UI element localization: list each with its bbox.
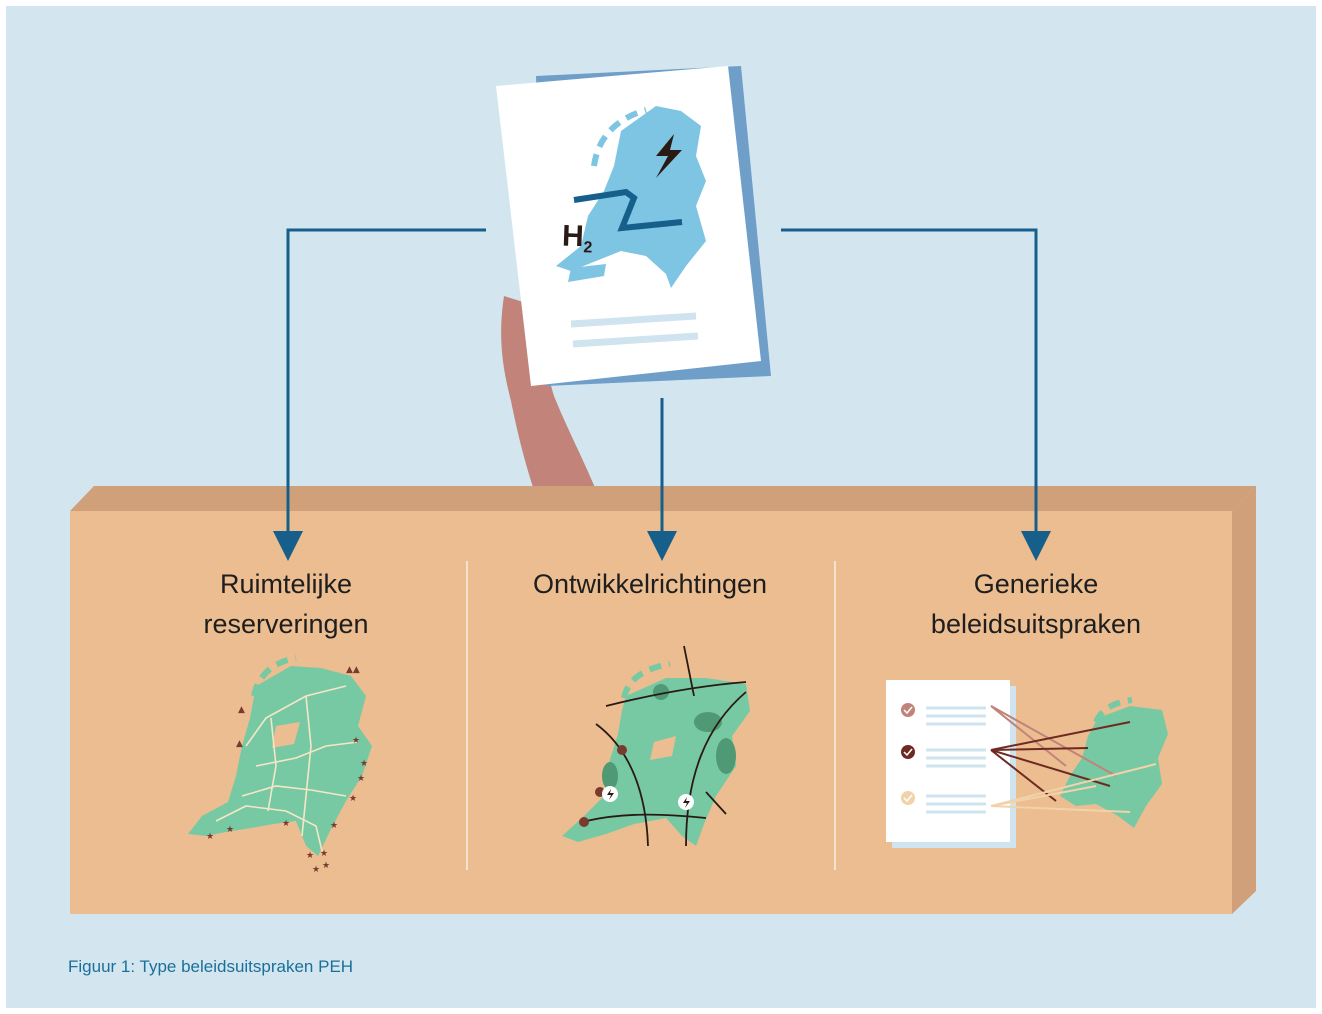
svg-text:★: ★	[322, 861, 330, 871]
hydrogen-letter: H	[561, 219, 585, 254]
map-development	[562, 645, 750, 847]
map-policy	[886, 680, 1168, 848]
svg-text:★: ★	[282, 819, 290, 829]
svg-text:★: ★	[349, 794, 357, 804]
illustration: ▲▲ ▲ ▲ ★ ★ ★ ★ ★ ★ ★ ★ ★ ★ ★ ★	[70, 66, 1256, 914]
map-reservations: ▲▲ ▲ ▲ ★ ★ ★ ★ ★ ★ ★ ★ ★ ★ ★ ★	[188, 655, 372, 875]
column-title-policy: Generieke beleidsuitspraken	[886, 564, 1186, 644]
connector-arrows	[273, 228, 1051, 561]
column-title-line: Ruimtelijke	[219, 569, 353, 599]
svg-text:▲: ▲	[236, 739, 243, 749]
svg-text:▲▲: ▲▲	[346, 665, 360, 675]
column-title-line: Ontwikkelrichtingen	[532, 569, 768, 599]
hydrogen-label: H2	[561, 219, 593, 257]
column-title-reservations: Ruimtelijke reserveringen	[166, 564, 406, 644]
figure: ▲▲ ▲ ▲ ★ ★ ★ ★ ★ ★ ★ ★ ★ ★ ★ ★	[6, 6, 1316, 1008]
lightning-icon	[656, 134, 682, 178]
energy-icon	[602, 786, 694, 810]
svg-text:★: ★	[320, 849, 328, 859]
svg-text:★: ★	[360, 759, 368, 769]
column-title-development: Ontwikkelrichtingen	[500, 564, 800, 604]
hydrogen-pipeline	[573, 188, 683, 232]
figure-caption: Figuur 1: Type beleidsuitspraken PEH	[68, 957, 354, 976]
svg-text:★: ★	[206, 832, 214, 842]
svg-text:★: ★	[306, 851, 314, 861]
arm	[501, 296, 596, 490]
column-title-line: beleidsuitspraken	[930, 609, 1142, 639]
column-title-line: reserveringen	[203, 609, 369, 639]
svg-text:★: ★	[312, 865, 320, 875]
svg-text:★: ★	[352, 736, 360, 746]
arrow-left	[273, 228, 486, 561]
arrow-right	[781, 228, 1051, 561]
svg-text:▲: ▲	[238, 705, 245, 715]
svg-text:★: ★	[226, 825, 234, 835]
column-title-line: Generieke	[973, 569, 1099, 599]
policy-document	[496, 66, 771, 386]
svg-text:★: ★	[357, 774, 365, 784]
hydrogen-digit: 2	[583, 239, 593, 257]
svg-text:★: ★	[330, 821, 338, 831]
